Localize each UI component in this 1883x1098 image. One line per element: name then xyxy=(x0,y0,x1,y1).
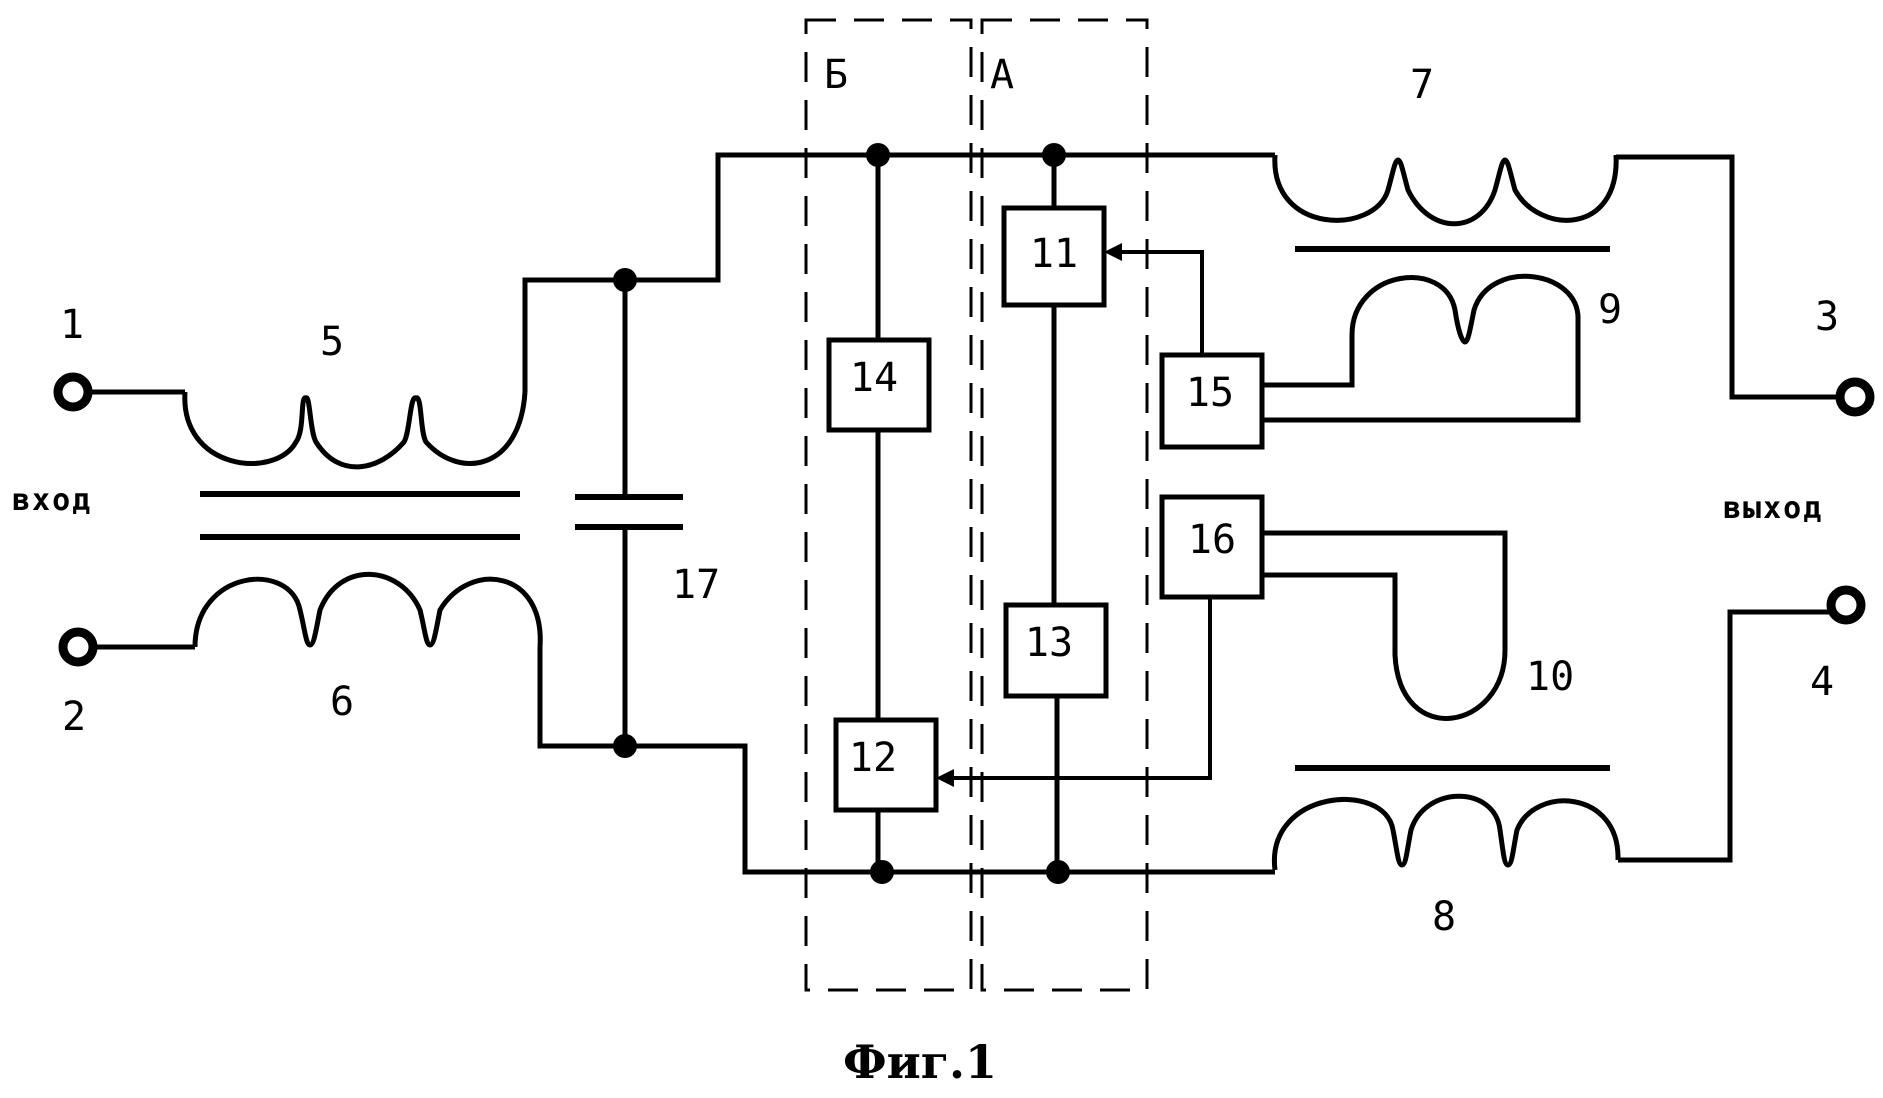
inductor-8 xyxy=(1272,793,1621,871)
input-label: вход xyxy=(12,483,92,518)
block-11-label: 11 xyxy=(1030,231,1078,277)
inductor-9-label: 9 xyxy=(1598,287,1622,333)
terminal-4 xyxy=(1826,585,1866,625)
block-15-label: 15 xyxy=(1186,370,1234,416)
junction-dot xyxy=(1042,143,1066,167)
block-13 xyxy=(1003,602,1109,699)
zone-a-boundary xyxy=(980,18,1149,992)
block-12 xyxy=(833,717,939,813)
terminal-1-label: 1 xyxy=(60,302,84,348)
zone-b-boundary xyxy=(804,18,973,992)
output-label: выход xyxy=(1723,491,1823,526)
block-14-label: 14 xyxy=(850,355,898,401)
inductor-6-right-lead xyxy=(537,647,625,749)
inductor-8-right-lead xyxy=(1618,609,1835,863)
terminal-4-label: 4 xyxy=(1810,659,1834,705)
block-11 xyxy=(1001,205,1107,308)
capacitor-17-label: 17 xyxy=(672,562,720,608)
terminal-2 xyxy=(58,627,98,667)
block-13-label: 13 xyxy=(1025,620,1073,666)
inductor-10 xyxy=(1262,530,1508,721)
inductor-5-label: 5 xyxy=(320,319,344,365)
junction-dot xyxy=(1046,860,1070,884)
terminal-3-label: 3 xyxy=(1815,294,1839,340)
block-16 xyxy=(1159,494,1265,600)
terminal-1 xyxy=(53,372,93,412)
terminal-2-label: 2 xyxy=(62,694,86,740)
inductor-9 xyxy=(1262,273,1581,423)
inductor-6 xyxy=(192,571,543,648)
arrowhead-to-block-11 xyxy=(1104,243,1122,261)
zone-a-label: А xyxy=(990,52,1014,98)
bottom-bus xyxy=(625,743,1275,875)
inductor-5 xyxy=(182,391,528,470)
inductor-7-label: 7 xyxy=(1410,62,1434,108)
junction-dot xyxy=(870,860,894,884)
figure-caption: Фиг.1 xyxy=(843,1035,997,1089)
control-wire-16-to-12 xyxy=(950,597,1212,780)
inductor-7-right-lead xyxy=(1616,154,1843,400)
block-14 xyxy=(826,337,932,433)
block-12-label: 12 xyxy=(849,735,897,781)
block-16-label: 16 xyxy=(1188,517,1236,563)
block-15 xyxy=(1159,352,1265,450)
terminal-3 xyxy=(1835,377,1875,417)
inductor-8-label: 8 xyxy=(1432,894,1456,940)
inductor-10-label: 10 xyxy=(1526,654,1574,700)
top-bus xyxy=(625,152,1275,283)
junction-dot xyxy=(866,143,890,167)
zone-b-label: Б xyxy=(824,52,848,98)
arrowhead-to-block-12 xyxy=(936,769,954,787)
inductor-7 xyxy=(1272,154,1619,227)
inductor-5-right-lead xyxy=(522,277,625,392)
inductor-6-label: 6 xyxy=(330,679,354,725)
control-wire-15-to-11 xyxy=(1118,250,1204,355)
